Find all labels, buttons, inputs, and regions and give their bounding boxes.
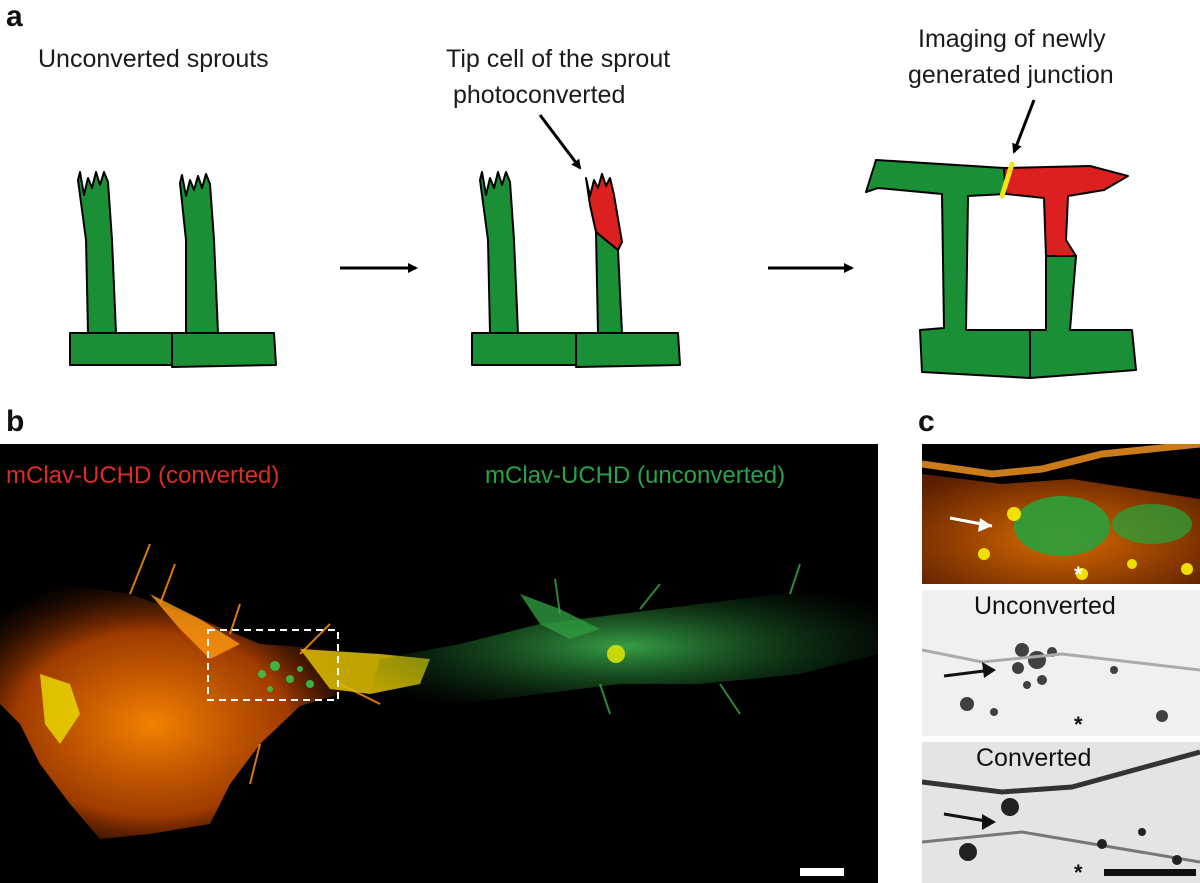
stage1-sprouts	[69, 171, 277, 368]
caption-tip-cell-line1: Tip cell of the sprout	[446, 45, 671, 73]
c-merged-asterisk: *	[1074, 562, 1083, 585]
stage2-sprout-right-base	[575, 231, 681, 368]
c-unconverted-asterisk: *	[1074, 712, 1083, 736]
caption-tip-cell-line2: photoconverted	[453, 81, 626, 109]
c-converted-asterisk: *	[1074, 860, 1083, 883]
converted-cell	[0, 584, 380, 839]
stage3-junction	[999, 161, 1015, 199]
caption-junction-line2: generated junction	[908, 61, 1114, 89]
stage1-sprout-right	[171, 173, 277, 368]
caption-unconverted-sprouts: Unconverted sprouts	[38, 45, 269, 73]
stage3-anastomosis	[865, 99, 1137, 379]
stage3-green-vessel	[865, 159, 1031, 379]
panel-c-converted: Converted *	[922, 742, 1200, 883]
panel-c-merged: *	[922, 444, 1200, 584]
stage3-red-cell	[1003, 165, 1129, 257]
panel-b-micrograph: mClav-UCHD (converted) mClav-UCHD (uncon…	[0, 444, 878, 883]
stage2-tip-cell-converted	[585, 173, 623, 251]
arrow-to-junction	[1012, 99, 1036, 154]
stage3-green-right-stalk	[1029, 255, 1137, 379]
caption-junction-line1: Imaging of newly	[918, 25, 1106, 53]
unconverted-cell	[370, 584, 878, 709]
panel-a-schematic	[69, 99, 1137, 379]
stage2-sprouts	[471, 114, 681, 368]
c-label-converted: Converted	[976, 744, 1092, 772]
panel-c-unconverted: Unconverted *	[922, 590, 1200, 736]
stage1-sprout-left	[69, 171, 173, 366]
panel-a-letter: a	[6, 0, 23, 33]
label-unconverted: mClav-UCHD (unconverted)	[485, 462, 786, 489]
roi-box	[207, 629, 339, 701]
scale-bar-c	[1104, 869, 1196, 876]
panel-c-letter: c	[918, 405, 935, 438]
c-label-unconverted: Unconverted	[974, 592, 1116, 620]
panel-b-letter: b	[6, 405, 25, 438]
scale-bar-b	[800, 868, 844, 876]
label-converted: mClav-UCHD (converted)	[6, 462, 280, 489]
arrow-to-tip-cell	[538, 114, 582, 170]
stage2-sprout-left	[471, 171, 577, 366]
